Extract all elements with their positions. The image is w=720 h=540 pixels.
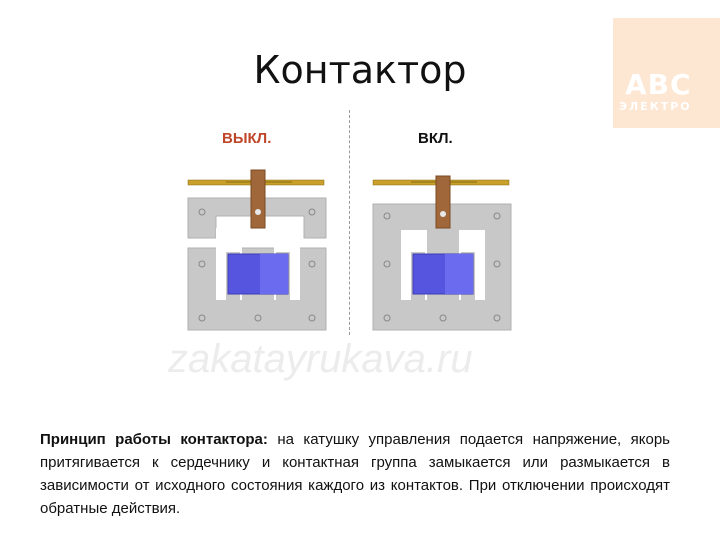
state-off-label: ВЫКЛ. bbox=[222, 130, 272, 147]
armature-block bbox=[187, 197, 327, 239]
description-bold: Принцип работы контактора: bbox=[40, 431, 268, 448]
coil-highlight bbox=[445, 254, 473, 294]
description-paragraph: Принцип работы контактора: на катушку уп… bbox=[40, 428, 670, 520]
contactor-off-diagram bbox=[187, 169, 327, 331]
pivot-pin bbox=[440, 211, 446, 217]
brand-logo: АВС ЭЛЕКТРО bbox=[613, 18, 720, 128]
armature-stem bbox=[435, 175, 451, 229]
rivet bbox=[383, 260, 391, 268]
rivet bbox=[383, 314, 391, 322]
rivet bbox=[198, 314, 206, 322]
diagram-divider bbox=[349, 110, 350, 335]
rivet bbox=[493, 260, 501, 268]
watermark: zakatayrukava.ru bbox=[168, 337, 473, 381]
rivet bbox=[198, 208, 206, 216]
page-title: Контактор bbox=[253, 48, 467, 92]
gap-top bbox=[228, 228, 288, 238]
state-on-label: ВКЛ. bbox=[418, 130, 453, 147]
logo-main-text: АВС bbox=[625, 68, 692, 101]
rivet bbox=[254, 314, 262, 322]
rivet bbox=[493, 314, 501, 322]
rivet bbox=[439, 314, 447, 322]
coil-highlight bbox=[260, 254, 288, 294]
contactor-on-diagram bbox=[372, 175, 512, 331]
rivet bbox=[493, 212, 501, 220]
armature-stem bbox=[250, 169, 266, 229]
rivet bbox=[308, 314, 316, 322]
rivet bbox=[198, 260, 206, 268]
rivet bbox=[383, 212, 391, 220]
rivet bbox=[308, 260, 316, 268]
air-gap bbox=[216, 238, 300, 246]
rivet bbox=[308, 208, 316, 216]
pivot-pin bbox=[255, 209, 261, 215]
description-text: на катушку управления подается напряжени… bbox=[40, 431, 670, 517]
logo-sub-text: ЭЛЕКТРО bbox=[619, 100, 692, 113]
